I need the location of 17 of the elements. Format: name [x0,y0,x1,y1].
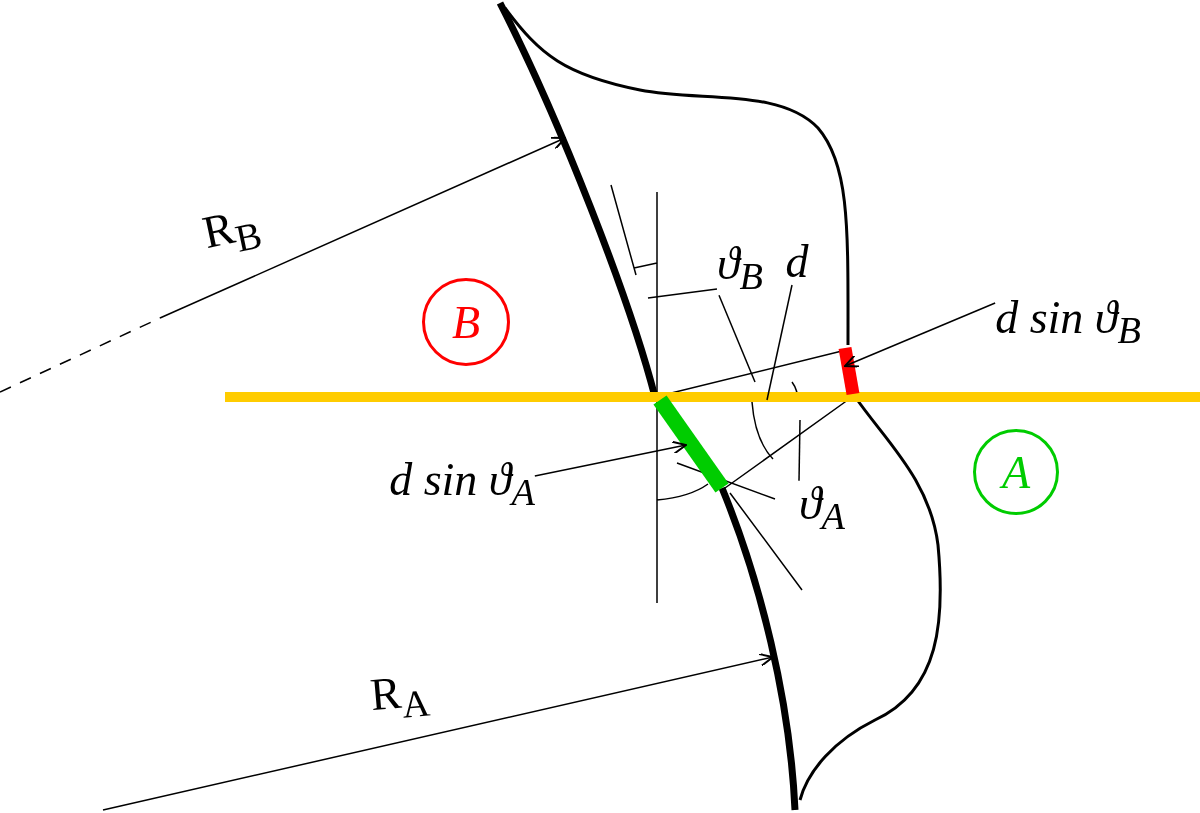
region-label: B [422,278,510,366]
radius-label: R$_{A}$ [368,667,432,727]
radius-label: R$_{B}$ [198,200,266,262]
leader-line [718,294,756,383]
interface-segment [838,346,860,396]
math-label: d [785,239,809,285]
math-label: ϑ$_{A}$ [799,480,845,536]
math-label: d sin ϑ$_{A}$ [389,456,535,512]
leader-arrow [534,440,687,477]
leader-arrow [844,302,996,368]
leader-line [798,419,801,482]
interface-segment [653,395,729,493]
math-label: d sin ϑ$_{B}$ [995,294,1141,350]
region-label: A [973,429,1059,515]
leader-line [766,284,793,401]
math-label: ϑ$_{B}$ [717,240,763,296]
leader-line [647,288,718,299]
